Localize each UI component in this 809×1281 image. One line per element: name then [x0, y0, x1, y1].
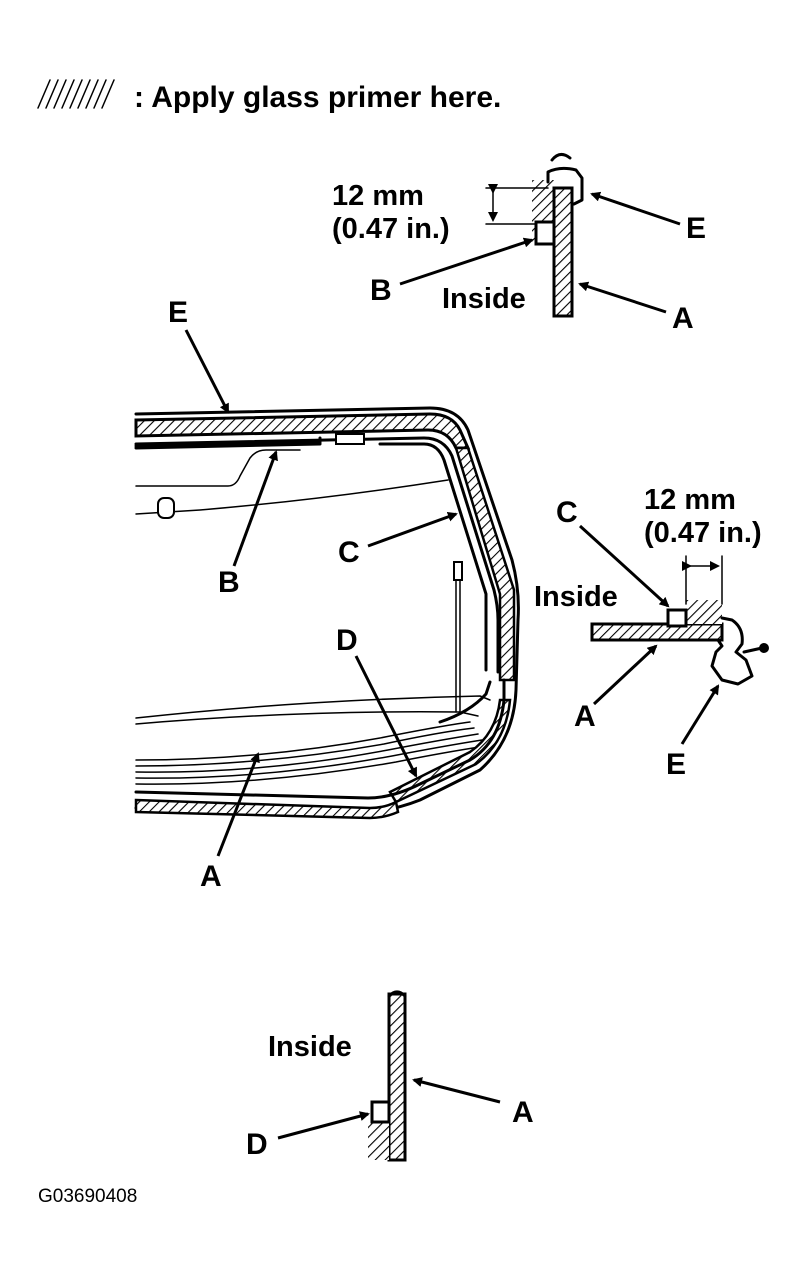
label-inside-bottom: Inside: [268, 1031, 352, 1063]
mirror-mount: [157, 497, 175, 519]
detail-right: 12 mm (0.47 in.) C Inside A E: [534, 484, 769, 781]
label-d-bottom: D: [246, 1128, 268, 1161]
primer-d-band: [388, 698, 512, 804]
label-c-main: C: [338, 536, 360, 569]
label-b-top: B: [370, 274, 392, 307]
primer-b-segment: [335, 433, 365, 445]
label-inside-right: Inside: [534, 581, 618, 613]
molding-side-band: [454, 446, 516, 682]
primer-c-channel-inner: [378, 442, 488, 672]
legend-text: : Apply glass primer here.: [134, 81, 501, 114]
dimension-metric-top: 12 mm: [332, 180, 424, 212]
label-a-top: A: [672, 302, 694, 335]
molding-clip-top: [550, 153, 572, 162]
molding-e-bottom-band: [134, 798, 400, 820]
molding-clip-right: [759, 643, 769, 653]
label-e-right: E: [666, 748, 686, 781]
windshield-outline-outer: [134, 406, 520, 814]
label-a-bottom: A: [512, 1096, 534, 1129]
primer-c-right: [666, 608, 688, 628]
glass-panel-top: [552, 186, 574, 318]
hatch-pattern-icon: [37, 79, 115, 109]
primer-d-bottom: [370, 1100, 391, 1124]
label-e-main: E: [168, 296, 188, 329]
detail-top: 12 mm (0.47 in.) E B Inside A: [332, 153, 706, 335]
dimension-metric-right: 12 mm: [644, 484, 736, 516]
dimension-imperial-right: (0.47 in.): [644, 517, 762, 549]
label-d-main: D: [336, 624, 358, 657]
molding-right: [710, 616, 754, 686]
glass-tint-band: [135, 449, 301, 487]
label-b-main: B: [218, 566, 240, 599]
figure-code: G03690408: [38, 1186, 137, 1207]
molding-top: [546, 166, 584, 206]
dimension-imperial-top: (0.47 in.): [332, 213, 450, 245]
primer-d-corner: [438, 680, 492, 724]
body-flange-hatch-right: [686, 600, 722, 624]
antenna-terminal: [453, 561, 463, 581]
body-flange-hatch-bottom: [368, 1120, 389, 1160]
glass-panel-bottom: [387, 992, 407, 1162]
primer-b-top: [534, 220, 556, 246]
primer-c-channel-outer: [134, 436, 500, 674]
windshield-main-view: E B C D A: [134, 296, 520, 893]
label-inside-top: Inside: [442, 283, 526, 315]
glass-panel-right: [590, 622, 724, 642]
legend: : Apply glass primer here.: [37, 79, 501, 114]
label-c-right: C: [556, 496, 578, 529]
label-a-right: A: [574, 700, 596, 733]
label-a-main: A: [200, 860, 222, 893]
label-e-top: E: [686, 212, 706, 245]
detail-bottom: Inside A D: [246, 990, 534, 1162]
